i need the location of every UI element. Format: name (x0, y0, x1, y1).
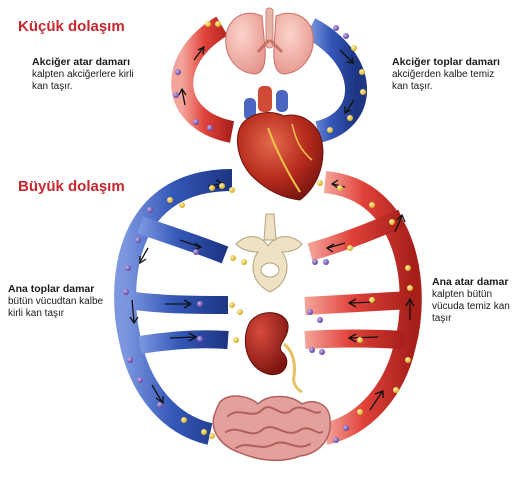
vein-branch-spine (137, 216, 229, 264)
pulmonary-vein-vessel (304, 18, 367, 143)
intestine-icon (212, 395, 331, 462)
heart-icon (236, 86, 324, 201)
pulmonary-artery-label-line: kalpten akciğerlere kirli (32, 69, 134, 80)
vena-cava-vessel (114, 169, 233, 445)
pulmonary-artery-label-title: Akciğer atar damarı (32, 56, 131, 68)
pulmonary-artery-label-line: kan taşır. (32, 81, 73, 92)
small-circulation-title: Küçük dolaşım (18, 18, 125, 35)
flow-arrows (129, 45, 415, 411)
pulmonary-vein-label: Akciğer toplar damarı akciğerden kalbe t… (392, 56, 518, 93)
aorta-label-line: kalpten bütün (432, 289, 493, 300)
aorta-label-line: taşır (432, 313, 452, 324)
aorta-label-title: Ana atar damar (432, 276, 509, 288)
pulmonary-vein-label-line: akciğerden kalbe temiz (392, 69, 495, 80)
vein-branch-kidney (138, 330, 229, 354)
aorta-label: Ana atar damar kalpten bütün vücuda temi… (432, 276, 518, 325)
kidney-icon (244, 312, 303, 394)
vertebra-icon (235, 213, 303, 293)
vena-cava-label-line: bütün vücudtan kalbe (8, 296, 104, 307)
pulmonary-vein-label-title: Akciğer toplar damarı (392, 56, 500, 68)
vena-cava-label: Ana toplar damar bütün vücudtan kalbe ki… (8, 283, 128, 320)
lungs-icon (225, 7, 314, 75)
vena-cava-label-line: kirli kan taşır (8, 308, 65, 319)
vena-cava-label-title: Ana toplar damar (8, 283, 95, 295)
pulmonary-artery-label: Akciğer atar damarı kalpten akciğerlere … (32, 56, 182, 93)
aorta-vessel (322, 171, 422, 445)
aorta-label-line: vücuda temiz kan (432, 301, 510, 312)
oxygen-cells (167, 21, 413, 439)
pulmonary-artery-vessel (171, 16, 235, 143)
pulmonary-vein-label-line: kan taşır. (392, 81, 433, 92)
artery-branch-kidney (304, 329, 405, 349)
large-circulation-title: Büyük dolaşım (18, 178, 125, 195)
co2-cells (123, 25, 349, 443)
